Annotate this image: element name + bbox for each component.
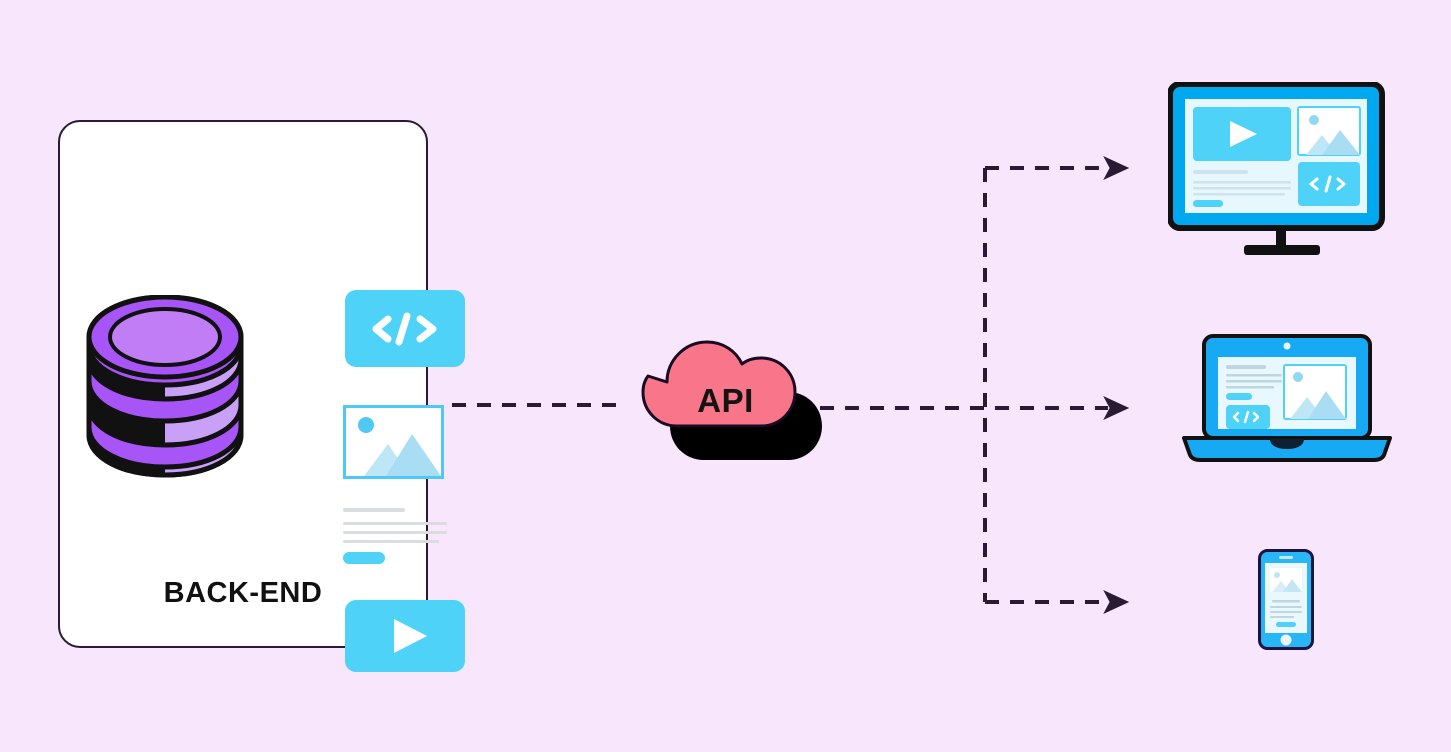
image-placeholder-icon [343, 405, 444, 479]
desktop-monitor-icon [1167, 81, 1400, 260]
play-icon [345, 600, 465, 672]
api-cloud-node: API [628, 334, 823, 464]
connector-api-to-clients [818, 150, 1138, 620]
backend-card: BACK-END [58, 120, 465, 672]
connector-backend-to-api [450, 385, 630, 425]
laptop-icon [1178, 333, 1396, 463]
database-stack-icon [85, 294, 245, 485]
pill-button-icon [343, 552, 385, 564]
text-lines-icon [343, 508, 447, 543]
backend-card-label: BACK-END [163, 577, 323, 609]
code-icon [345, 290, 465, 367]
mobile-phone-icon [1258, 549, 1314, 650]
cloud-icon [641, 340, 797, 428]
